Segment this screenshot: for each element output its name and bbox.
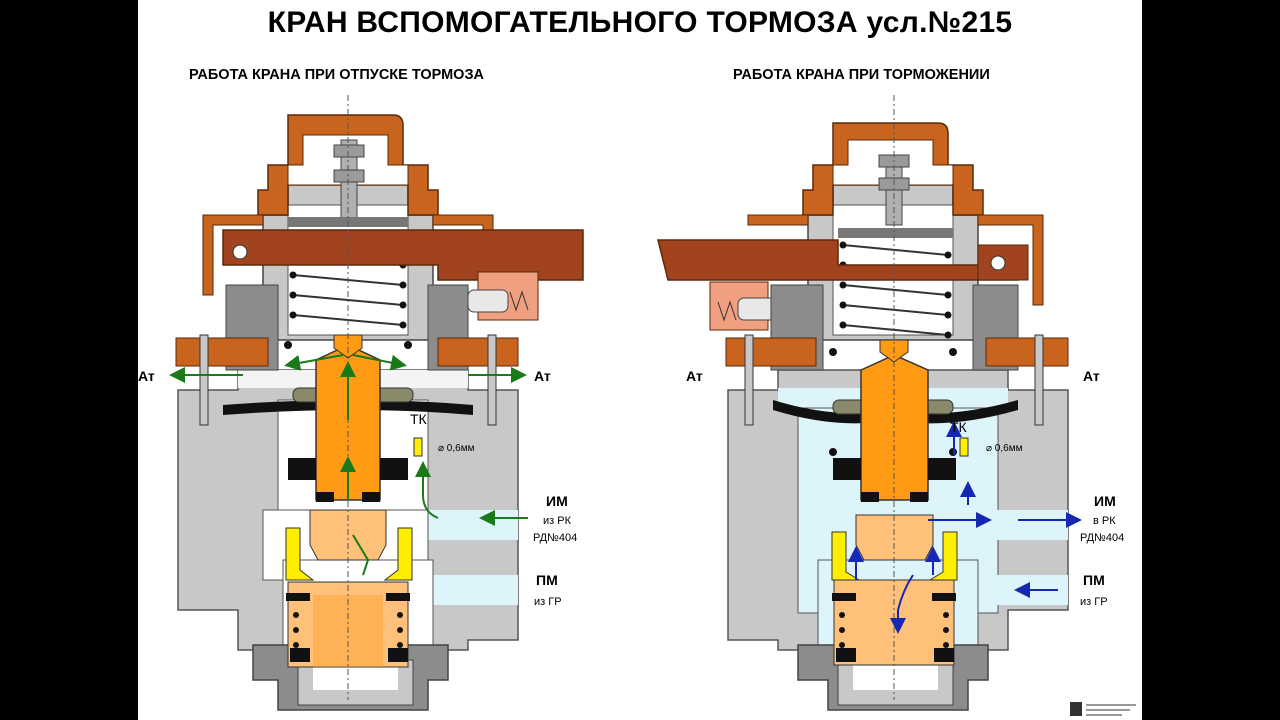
right-im-label: ИМ xyxy=(1094,493,1116,509)
right-valve-diagram: Ат Ат ТК ⌀ 0,6мм ИМ в РК РД№404 ПМ из ГР xyxy=(657,95,1124,711)
left-at-right-label: Ат xyxy=(534,368,551,384)
left-at-left-label: Ат xyxy=(138,368,155,384)
right-orifice-label: ⌀ 0,6мм xyxy=(986,443,1023,454)
left-pm-channel xyxy=(428,575,518,605)
left-handle xyxy=(222,229,584,281)
left-tk-label: ТК xyxy=(410,411,428,427)
right-at-left-label: Ат xyxy=(686,368,703,384)
left-pm-label: ПМ xyxy=(536,572,558,588)
valve-diagrams: Ат Ат ТК ⌀ 0,6мм ИМ из РК РД№404 ПМ из Г… xyxy=(138,95,1136,716)
left-im-label: ИМ xyxy=(546,493,568,509)
right-im-channel xyxy=(983,510,1068,540)
left-im-channel xyxy=(428,510,518,540)
right-pm-label: ПМ xyxy=(1083,572,1105,588)
left-im-sub2: РД№404 xyxy=(533,532,577,544)
page-title: КРАН ВСПОМОГАТЕЛЬНОГО ТОРМОЗА усл.№215 xyxy=(267,6,1013,39)
right-im-sub1: в РК xyxy=(1093,515,1116,527)
left-orifice-label: ⌀ 0,6мм xyxy=(438,443,475,454)
right-pm-sub: из ГР xyxy=(1080,596,1108,608)
right-panel-subtitle: РАБОТА КРАНА ПРИ ТОРМОЖЕНИИ xyxy=(733,67,990,83)
left-panel-subtitle: РАБОТА КРАНА ПРИ ОТПУСКЕ ТОРМОЗА xyxy=(189,67,485,83)
right-at-right-label: Ат xyxy=(1083,368,1100,384)
diagram-sheet: КРАН ВСПОМОГАТЕЛЬНОГО ТОРМОЗА усл.№215 Р… xyxy=(138,0,1142,720)
left-release-flow-arrows xyxy=(169,354,528,576)
right-brake-flow-arrows xyxy=(848,421,1082,634)
right-tk-label: ТК xyxy=(950,419,968,435)
left-im-sub1: из РК xyxy=(543,515,572,527)
right-im-sub2: РД№404 xyxy=(1080,532,1124,544)
left-pm-sub: из ГР xyxy=(534,596,562,608)
left-valve-diagram: Ат Ат ТК ⌀ 0,6мм ИМ из РК РД№404 ПМ из Г… xyxy=(138,95,584,711)
footer-logo xyxy=(1070,702,1136,716)
